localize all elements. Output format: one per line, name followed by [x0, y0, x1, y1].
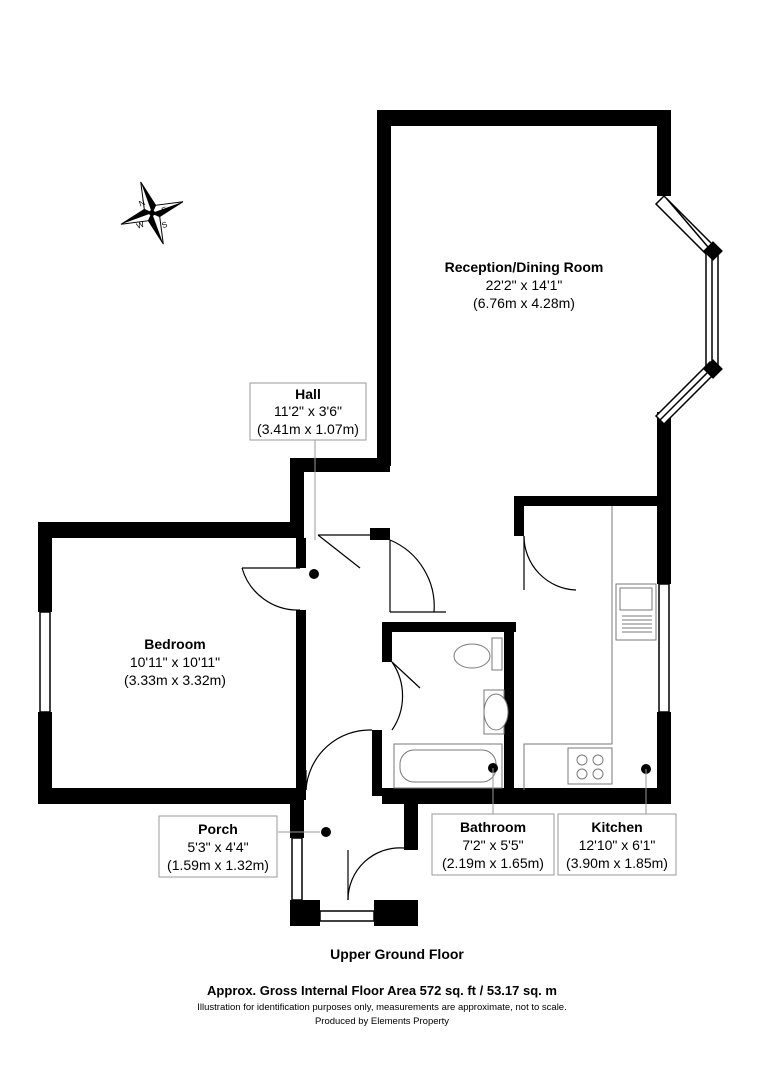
- hob-icon: [567, 747, 613, 785]
- compass-n: N: [138, 198, 147, 209]
- compass-icon: N E S W: [120, 181, 184, 245]
- compass-e: E: [160, 205, 168, 215]
- wall-reception-left: [377, 110, 391, 466]
- room-dim-imperial: 10'11" x 10'11": [130, 654, 220, 670]
- hall-label-box: [249, 382, 367, 441]
- wall-bedroom-bottom: [38, 788, 300, 804]
- room-name: Bathroom: [460, 819, 526, 835]
- room-dim-metric: (3.41m x 1.07m): [257, 421, 359, 437]
- wall-hall-right-stub: [370, 528, 390, 540]
- wall-bathroom-left-lower: [372, 730, 382, 796]
- bathroom-label-box: [431, 813, 555, 876]
- wall-bathroom-left-upper: [382, 622, 392, 662]
- wall-kitchen-top: [514, 496, 671, 506]
- toilet-icon: [453, 643, 491, 669]
- window-porch-front: [319, 910, 375, 922]
- room-porch: Porch 5'3" x 4'4" (1.59m x 1.32m): [167, 821, 269, 873]
- disclaimer: Illustration for identification purposes…: [197, 1002, 566, 1013]
- producer: Produced by Elements Property: [315, 1016, 449, 1027]
- kitchen-label-box: [557, 813, 677, 876]
- wall-bathroom-top: [382, 622, 516, 632]
- toilet-cistern-icon: [491, 637, 503, 671]
- wall-kitchen-left: [514, 496, 524, 536]
- wall-reception-top: [377, 110, 671, 126]
- window-porch-side: [291, 837, 303, 901]
- wall-bottom: [382, 788, 671, 804]
- fixtures: [393, 506, 657, 790]
- doors: [241, 534, 577, 901]
- floor-name: Upper Ground Floor: [330, 946, 464, 962]
- wall-bathroom-right: [504, 622, 514, 798]
- wall-kitchen-right: [657, 712, 671, 804]
- wall-porch-bottom-right: [374, 900, 418, 926]
- room-reception: Reception/Dining Room 22'2" x 14'1" (6.7…: [445, 259, 604, 311]
- wall-porch-bottom-left: [290, 900, 320, 926]
- room-dim-metric: (1.59m x 1.32m): [167, 857, 269, 873]
- wall-reception-right-upper: [657, 110, 671, 196]
- window-bedroom: [39, 611, 51, 713]
- compass-s: S: [160, 220, 168, 230]
- wall-bedroom-right-lower: [296, 610, 306, 800]
- room-bedroom: Bedroom 10'11" x 10'11" (3.33m x 3.32m): [124, 636, 226, 688]
- wall-porch-left: [290, 788, 304, 838]
- wall-hall-left: [290, 458, 304, 538]
- room-dim-metric: (3.33m x 3.32m): [124, 672, 226, 688]
- wall-bedroom-left-upper: [38, 522, 52, 612]
- room-bathroom: Bathroom 7'2" x 5'5" (2.19m x 1.65m): [442, 819, 544, 871]
- walls: [38, 110, 671, 926]
- room-dim-metric: (2.19m x 1.65m): [442, 855, 544, 871]
- room-name: Reception/Dining Room: [445, 259, 604, 275]
- room-dim-metric: (6.76m x 4.28m): [473, 295, 575, 311]
- wall-bedroom-left-lower: [38, 712, 52, 804]
- room-dim-imperial: 11'2" x 3'6": [274, 403, 342, 419]
- room-dim-imperial: 7'2" x 5'5": [462, 837, 523, 853]
- window-kitchen: [658, 583, 670, 713]
- room-hall: Hall 11'2" x 3'6" (3.41m x 1.07m): [257, 386, 359, 437]
- room-kitchen: Kitchen 12'10" x 6'1" (3.90m x 1.85m): [566, 819, 668, 871]
- wall-bedroom-top: [38, 522, 304, 538]
- room-dim-imperial: 22'2" x 14'1": [486, 277, 563, 293]
- room-dim-metric: (3.90m x 1.85m): [566, 855, 668, 871]
- wall-porch-right: [404, 790, 418, 850]
- room-name: Bedroom: [144, 636, 205, 652]
- room-name: Porch: [198, 821, 238, 837]
- wall-bedroom-right-upper: [296, 538, 306, 568]
- room-name: Hall: [295, 386, 321, 402]
- wall-hall-top: [290, 458, 390, 472]
- room-dim-imperial: 12'10" x 6'1": [579, 837, 656, 853]
- gross-area: Approx. Gross Internal Floor Area 572 sq…: [207, 983, 557, 998]
- porch-label-box: [158, 815, 278, 878]
- compass-w: W: [135, 220, 146, 231]
- room-name: Kitchen: [591, 819, 642, 835]
- room-dim-imperial: 5'3" x 4'4": [187, 839, 248, 855]
